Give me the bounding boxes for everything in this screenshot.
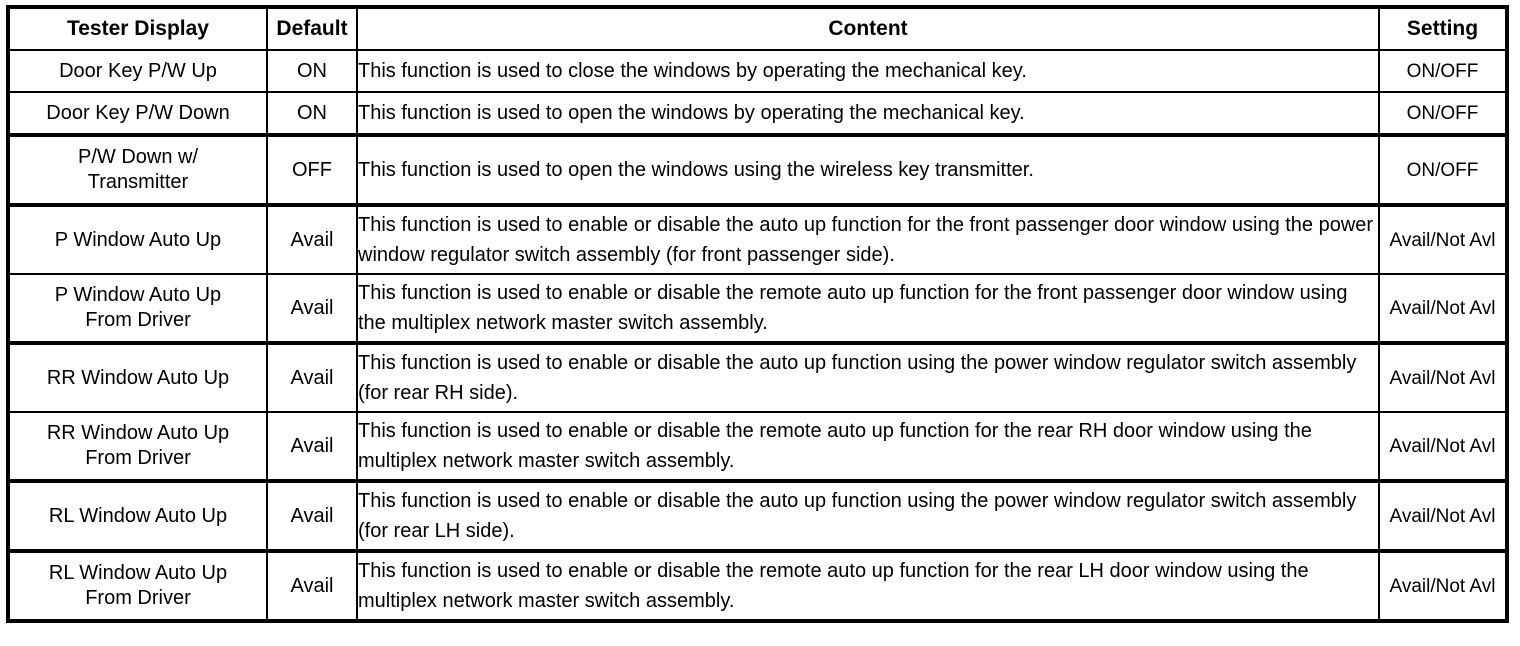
cell-setting: ON/OFF [1378,49,1508,93]
cell-default: ON [266,49,358,93]
table-body: Door Key P/W Up ON This function is used… [7,49,1508,622]
cell-content: This function is used to close the windo… [356,49,1380,93]
table-row: RR Window Auto Up From Driver Avail This… [7,411,1508,482]
cell-default: Avail [266,411,358,482]
cell-default: Avail [266,273,358,344]
cell-content: This function is used to enable or disab… [356,341,1380,413]
column-header-content: Content [356,6,1380,51]
cell-default: ON [266,91,358,136]
cell-setting: Avail/Not Avl [1378,273,1508,344]
table-row: P Window Auto Up Avail This function is … [7,203,1508,275]
cell-content: This function is used to enable or disab… [356,411,1380,482]
cell-content: This function is used to enable or disab… [356,203,1380,275]
cell-content: This function is used to open the window… [356,133,1380,206]
table-header: Tester Display Default Content Setting [7,6,1508,51]
table-row: RL Window Auto Up Avail This function is… [7,479,1508,552]
customize-parameters-table: Tester Display Default Content Setting D… [6,5,1509,623]
cell-tester-display: Door Key P/W Down [7,91,268,136]
cell-default: Avail [266,203,358,275]
cell-content: This function is used to enable or disab… [356,479,1380,552]
table-row: Door Key P/W Up ON This function is used… [7,49,1508,93]
cell-setting: ON/OFF [1378,91,1508,136]
cell-default: Avail [266,479,358,552]
table-header-row: Tester Display Default Content Setting [7,6,1508,51]
table-row: RL Window Auto Up From Driver Avail This… [7,549,1508,622]
cell-content: This function is used to enable or disab… [356,549,1380,622]
column-header-default: Default [266,6,358,51]
cell-content: This function is used to open the window… [356,91,1380,136]
column-header-tester-display: Tester Display [7,6,268,51]
table-row: P/W Down w/ Transmitter OFF This functio… [7,133,1508,206]
cell-default: OFF [266,133,358,206]
cell-tester-display: P Window Auto Up From Driver [7,273,268,344]
cell-setting: Avail/Not Avl [1378,549,1508,622]
cell-setting: Avail/Not Avl [1378,341,1508,413]
cell-tester-display: Door Key P/W Up [7,49,268,93]
cell-default: Avail [266,549,358,622]
table-row: Door Key P/W Down ON This function is us… [7,91,1508,136]
column-header-setting: Setting [1378,6,1508,51]
cell-tester-display: P/W Down w/ Transmitter [7,133,268,206]
cell-setting: ON/OFF [1378,133,1508,206]
cell-setting: Avail/Not Avl [1378,411,1508,482]
cell-tester-display: RR Window Auto Up From Driver [7,411,268,482]
cell-tester-display: RL Window Auto Up From Driver [7,549,268,622]
cell-tester-display: RR Window Auto Up [7,341,268,413]
cell-tester-display: RL Window Auto Up [7,479,268,552]
cell-content: This function is used to enable or disab… [356,273,1380,344]
cell-setting: Avail/Not Avl [1378,203,1508,275]
table-row: P Window Auto Up From Driver Avail This … [7,273,1508,344]
cell-default: Avail [266,341,358,413]
cell-tester-display: P Window Auto Up [7,203,268,275]
table-row: RR Window Auto Up Avail This function is… [7,341,1508,413]
cell-setting: Avail/Not Avl [1378,479,1508,552]
